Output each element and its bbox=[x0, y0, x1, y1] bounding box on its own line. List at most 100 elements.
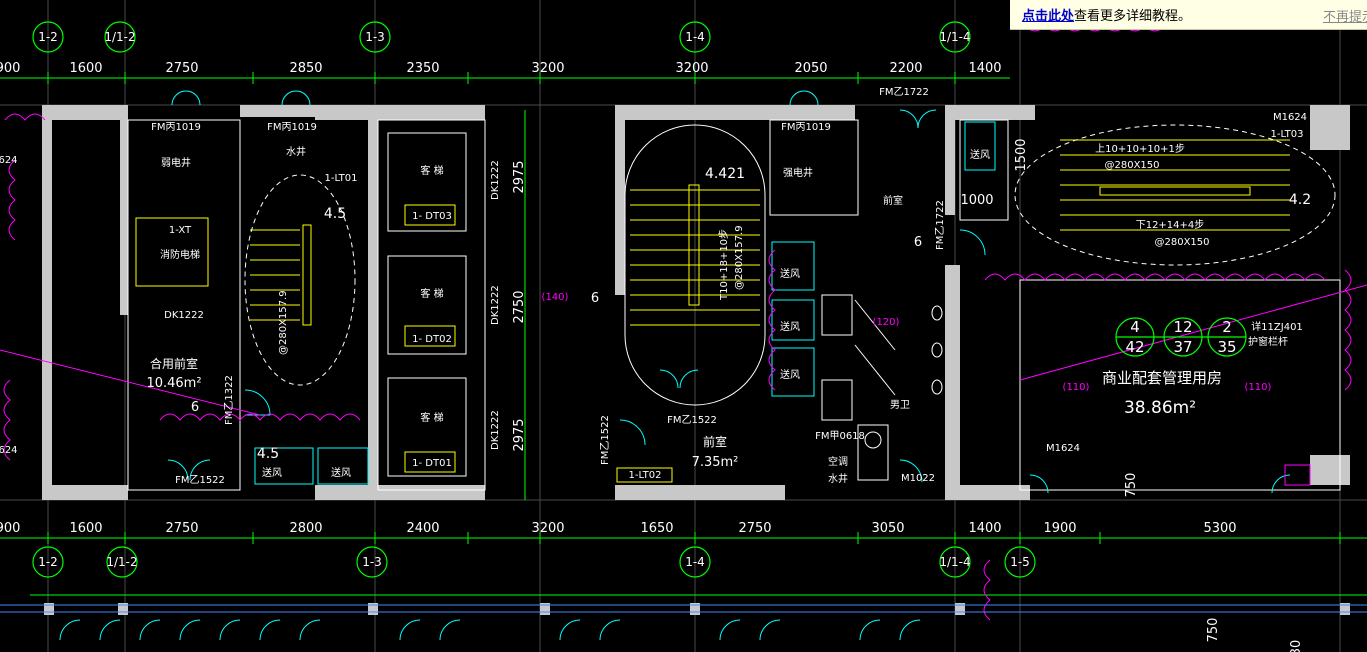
elevator-id: 1- DT01 bbox=[412, 458, 452, 469]
door-label: FM乙1322 bbox=[223, 375, 235, 425]
door-label: FM丙1019 bbox=[781, 122, 831, 133]
revision-marks: (140) (120) (110) (110) bbox=[542, 292, 1272, 393]
dim-bottom-text: 3050 bbox=[871, 521, 904, 536]
supply-air-label: 送风 bbox=[262, 466, 282, 479]
stair-id: 1-LT02 bbox=[629, 470, 662, 481]
room-names: 合用前室 10.46m² 6 6 6 4.5 4.5 4.421 4.2 100… bbox=[146, 166, 1311, 470]
tag-top: 4 bbox=[1130, 318, 1140, 336]
elevator-id: 1-XT bbox=[169, 225, 192, 236]
door-label: FM乙1722 bbox=[879, 86, 929, 98]
elevator-cars bbox=[135, 204, 673, 483]
stair-note: @280X157.9 bbox=[278, 290, 289, 355]
tooltip-link[interactable]: 点击此处 bbox=[1022, 9, 1075, 24]
room-area: 38.86m² bbox=[1124, 398, 1196, 418]
vertical-labels: DK1222 DK1222 DK1222 FM乙1322 FM乙1522 FM乙… bbox=[223, 160, 946, 465]
dim-top-text: 2050 bbox=[794, 61, 827, 76]
door-label: M1624 bbox=[1046, 443, 1080, 454]
room-area: 7.35m² bbox=[692, 455, 739, 470]
small-labels: FM丙1019 FM丙1019 FM丙1019 FM乙1722 弱电井 水井 强… bbox=[0, 86, 1307, 486]
revision-number: (110) bbox=[1245, 382, 1272, 393]
dimension-lines bbox=[0, 77, 1367, 596]
elevator-label: 消防电梯 bbox=[160, 248, 200, 261]
walls bbox=[42, 105, 1350, 500]
dismiss-tooltip-link[interactable]: 不再提示 bbox=[1322, 10, 1367, 25]
reference-note: 详11ZJ401 bbox=[1251, 320, 1303, 333]
room-name: 合用前室 bbox=[150, 356, 198, 371]
elevator-id: 1- DT02 bbox=[412, 334, 452, 345]
side-dim: 624 bbox=[0, 445, 18, 456]
tag-bottom: 37 bbox=[1173, 338, 1192, 356]
supply-air-label: 送风 bbox=[970, 148, 990, 161]
dim-top-text: 3200 bbox=[531, 61, 564, 76]
supply-air-label: 送风 bbox=[780, 320, 800, 333]
axis-label: 1/1-2 bbox=[104, 30, 135, 44]
door-label: FM乙1522 bbox=[667, 414, 717, 426]
dim-vertical-text: 2750 bbox=[512, 290, 527, 323]
dim-top-text: 2200 bbox=[889, 61, 922, 76]
elevator-id: 1- DT03 bbox=[412, 211, 452, 222]
stair-right bbox=[1060, 139, 1290, 231]
shaft-label: 强电井 bbox=[783, 166, 813, 179]
dim-bottom-text: 3200 bbox=[531, 521, 564, 536]
stair-center-outline bbox=[624, 124, 766, 406]
stair-note: 上10+10+10+1步 bbox=[1095, 143, 1185, 155]
room-area: 10.46m² bbox=[146, 376, 201, 391]
axis-label: 1-4 bbox=[685, 555, 705, 569]
stair-note: 下12+14+4步 bbox=[1136, 219, 1205, 231]
elevator-label: 客 梯 bbox=[420, 411, 443, 424]
tooltip-text: 查看更多详细教程。 bbox=[1074, 9, 1192, 24]
revision-number: (140) bbox=[542, 292, 569, 303]
tag-values: 4 12 2 42 37 35 bbox=[1125, 318, 1236, 356]
door-label: M1624 bbox=[1273, 112, 1307, 123]
axis-bubbles-top bbox=[32, 21, 971, 53]
dim-vertical-text: 2975 bbox=[512, 418, 527, 451]
axis-label: 1/1-4 bbox=[939, 30, 970, 44]
stair-left bbox=[250, 224, 312, 326]
revision-number: (110) bbox=[1063, 382, 1090, 393]
axis-label: 1-2 bbox=[38, 30, 58, 44]
stair-right-outline bbox=[1014, 124, 1336, 266]
room-label: 前室 bbox=[883, 194, 903, 207]
dim-bottom-text: 900 bbox=[0, 521, 20, 536]
toilet-fixtures bbox=[821, 294, 943, 481]
stair-note: @280X157.9 bbox=[734, 225, 745, 290]
tag-bottom: 42 bbox=[1125, 338, 1144, 356]
dim-top-text: 2350 bbox=[406, 61, 439, 76]
axis-label: 1-3 bbox=[365, 30, 385, 44]
supply-air-label: 送风 bbox=[780, 368, 800, 381]
dim-bottom-text: 1900 bbox=[1043, 521, 1076, 536]
dim-bottom-text: 2750 bbox=[738, 521, 771, 536]
axis-label: 1-3 bbox=[362, 555, 382, 569]
stair-note: @280X150 bbox=[1104, 160, 1159, 171]
elevator-label: 客 梯 bbox=[420, 164, 443, 177]
tag-top: 12 bbox=[1173, 318, 1192, 336]
dimension-vertical: 2975 2750 2975 1500 750 750 30 bbox=[512, 138, 1304, 652]
supply-air-label: 送风 bbox=[331, 466, 351, 479]
axis-label: 1-2 bbox=[38, 555, 58, 569]
revision-number: (120) bbox=[873, 317, 900, 328]
level-mark: 4.5 bbox=[324, 206, 346, 222]
axis-label: 1/1-2 bbox=[106, 555, 137, 569]
dims-top: 900 1600 2750 2850 2350 3200 3200 2050 2… bbox=[0, 61, 1002, 76]
dim-vertical-text: 1500 bbox=[1014, 138, 1029, 171]
ac-label: 空调 bbox=[828, 455, 848, 468]
axis-bubbles-bottom bbox=[32, 546, 1036, 578]
stair-note: T10+18+10步 bbox=[718, 229, 730, 301]
axis-label: 1-4 bbox=[685, 30, 705, 44]
room-label: 男卫 bbox=[890, 399, 910, 411]
dim-bottom-text: 1400 bbox=[968, 521, 1001, 536]
dim-top-text: 3200 bbox=[675, 61, 708, 76]
door-label: FM甲0618 bbox=[815, 431, 865, 442]
door-label: FM丙1019 bbox=[267, 122, 317, 133]
dim-vertical-text: 2975 bbox=[512, 160, 527, 193]
door-label: M1022 bbox=[901, 473, 935, 484]
dimension-ticks bbox=[47, 72, 1341, 544]
axis-labels-bottom: 1-2 1/1-2 1-3 1-4 1/1-4 1-5 bbox=[38, 555, 1030, 569]
dim-bottom-text: 1650 bbox=[640, 521, 673, 536]
dim-bottom-text: 1600 bbox=[69, 521, 102, 536]
dim-bottom-text: 5300 bbox=[1203, 521, 1236, 536]
stair-note: @280X150 bbox=[1154, 237, 1209, 248]
shaft-label: 弱电井 bbox=[161, 156, 191, 169]
door-label: DK1222 bbox=[490, 160, 501, 200]
